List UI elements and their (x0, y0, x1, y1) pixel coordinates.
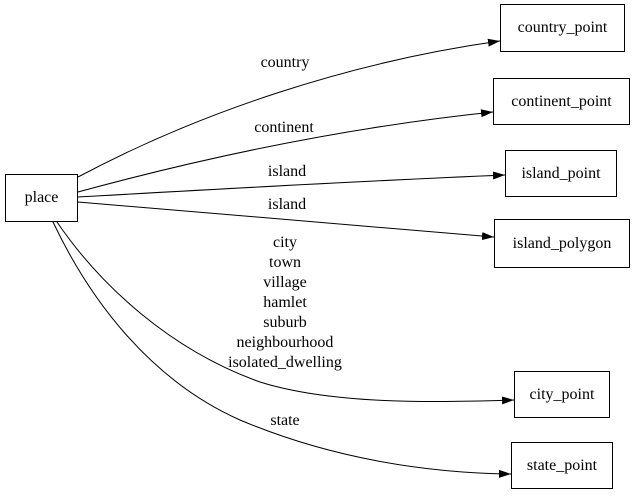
edge-label-city-group: city town village hamlet suburb neighbou… (228, 234, 342, 371)
edge-label-continent: continent (254, 119, 314, 136)
node-island-polygon: island_polygon (494, 219, 630, 268)
edge-label-island-polygon: island (267, 196, 307, 213)
node-island-point: island_point (505, 150, 617, 197)
edge-place-country_point (77, 38, 501, 178)
node-country-point: country_point (500, 4, 625, 52)
edge-label-state: state (270, 412, 300, 429)
edge-place-city_point (56, 221, 515, 405)
node-place: place (5, 174, 78, 222)
node-city-point: city_point (514, 371, 610, 418)
edge-label-country: country (260, 54, 310, 71)
edge-place-island_polygon (77, 201, 495, 241)
node-state-point: state_point (511, 442, 613, 489)
node-continent-point: continent_point (493, 78, 630, 125)
edge-label-island-point: island (267, 163, 307, 180)
edge-place-continent_point (77, 109, 494, 193)
edge-place-island_point (77, 171, 506, 198)
edge-place-state_point (52, 221, 512, 478)
